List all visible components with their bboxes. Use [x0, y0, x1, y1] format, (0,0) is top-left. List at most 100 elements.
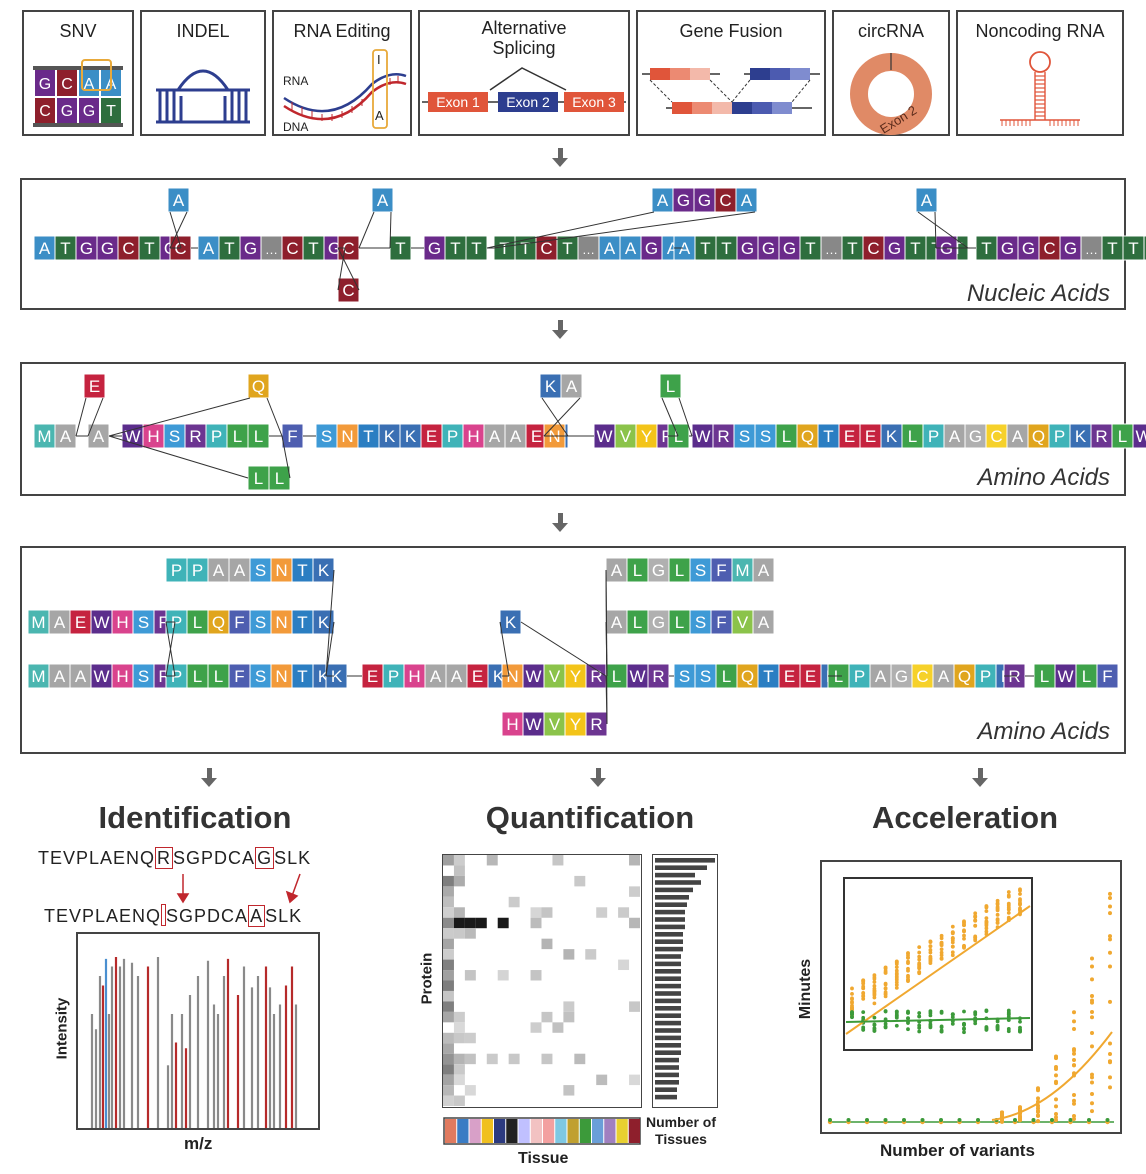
residue-letter: S: [739, 427, 750, 446]
residue-letter: M: [37, 427, 51, 446]
fast-point: [1087, 1118, 1091, 1122]
heatmap-cell: [629, 886, 640, 897]
inset-slow-point: [984, 926, 989, 931]
residue-letter: C: [286, 239, 298, 258]
nucleic-acids-label: Nucleic Acids: [966, 280, 1110, 307]
slow-point: [1072, 1057, 1076, 1062]
inset-slow-point: [984, 923, 989, 928]
fast-point: [1068, 1118, 1073, 1122]
residue-letter: P: [171, 667, 182, 686]
inset-slow-point: [850, 986, 854, 991]
slow-point: [1072, 1092, 1076, 1097]
slow-point: [1072, 1114, 1076, 1119]
inset-slow-point: [861, 986, 866, 990]
heatmap-cell: [453, 917, 465, 929]
slow-fit: [991, 1031, 1113, 1121]
residue-letter: A: [611, 561, 623, 580]
tissue-swatch: [494, 1119, 506, 1143]
aa1-segment-4: F: [281, 423, 304, 449]
inset-fast-point: [950, 1012, 955, 1017]
residue-letter: V: [737, 613, 749, 632]
inset-fast-point: [1006, 1029, 1011, 1034]
tissue-swatch: [543, 1119, 555, 1143]
residue-letter: E: [865, 427, 876, 446]
inset-fast-point: [883, 1021, 888, 1026]
inset-slow-point: [872, 1001, 877, 1006]
inset-slow-point: [894, 982, 899, 987]
residue-letter: L: [233, 427, 242, 446]
residue-letter: A: [949, 427, 961, 446]
residue-letter: W: [596, 427, 612, 446]
inset-slow-point: [950, 936, 955, 941]
residue-letter: T: [144, 239, 154, 258]
heatmap-cell: [629, 917, 640, 929]
residue-letter: S: [138, 613, 149, 632]
tissue-swatch: [481, 1119, 493, 1143]
heatmap-cell: [530, 970, 542, 981]
residue-letter: H: [506, 715, 518, 734]
inset-slow-point: [973, 918, 978, 923]
slow-point: [1108, 911, 1112, 916]
ms-spectrum-chart: [76, 932, 320, 1130]
residue-letter: R: [717, 427, 729, 446]
residue-letter: S: [255, 561, 266, 580]
tissue-count-bar: [655, 1020, 681, 1026]
slow-point: [1108, 937, 1112, 942]
residue-letter: C: [990, 427, 1002, 446]
inset-slow-point: [939, 953, 944, 958]
inset-slow-point: [894, 959, 899, 964]
na-segment-4: T: [389, 235, 412, 261]
inset-slow-point: [995, 902, 1000, 907]
inset-slow-point: [883, 986, 888, 991]
fast-point: [957, 1118, 962, 1122]
tissue-swatch: [530, 1119, 542, 1143]
residue-letter: N: [275, 613, 287, 632]
heatmap-cell: [464, 1085, 476, 1096]
tissue-count-bar: [655, 1028, 681, 1033]
residue-letter: Q: [741, 667, 754, 686]
heatmap-cell: [443, 1032, 454, 1044]
residue-letter: T: [297, 667, 307, 686]
inset-fast-point: [995, 1023, 1000, 1028]
inset-fast-point: [928, 1013, 933, 1018]
slow-point: [1090, 1009, 1094, 1014]
inset-fast-point: [861, 1010, 866, 1015]
inset-slow-point: [1018, 892, 1022, 896]
tissue-count-bar: [655, 880, 701, 885]
tissue-count-bar: [655, 1080, 679, 1085]
inset-slow-point: [995, 912, 1000, 917]
heatmap-cell: [629, 1074, 640, 1086]
heatmap-cell: [486, 1053, 498, 1065]
residue-letter: T: [981, 239, 991, 258]
connector-line: [266, 397, 283, 437]
inset-slow-point: [984, 929, 989, 934]
slow-point: [1054, 1097, 1058, 1102]
inset-slow-point: [894, 971, 899, 976]
tissue-count-bar: [655, 1050, 681, 1055]
heatmap-cell: [443, 1064, 454, 1075]
residue-letter: G: [888, 239, 901, 258]
residue-letter: E: [472, 667, 483, 686]
inset-slow-point: [917, 970, 922, 974]
slow-point: [1090, 1072, 1094, 1077]
tissue-swatch: [567, 1119, 579, 1143]
inset-slow-point: [962, 920, 966, 925]
heatmap-cell: [508, 1053, 520, 1065]
residue-letter: G: [969, 427, 982, 446]
residue-letter: S: [321, 427, 332, 446]
inset-slow-point: [950, 950, 955, 955]
heatmap-cell: [443, 980, 454, 991]
inset-slow-point: [995, 905, 1000, 909]
residue-letter: S: [679, 667, 690, 686]
connector-line: [678, 397, 693, 437]
residue-letter: P: [171, 561, 182, 580]
inset-fast-point: [883, 1024, 888, 1029]
heatmap-cell: [596, 1074, 608, 1086]
substitution-arrows: [176, 873, 301, 904]
slow-point: [1090, 994, 1094, 999]
